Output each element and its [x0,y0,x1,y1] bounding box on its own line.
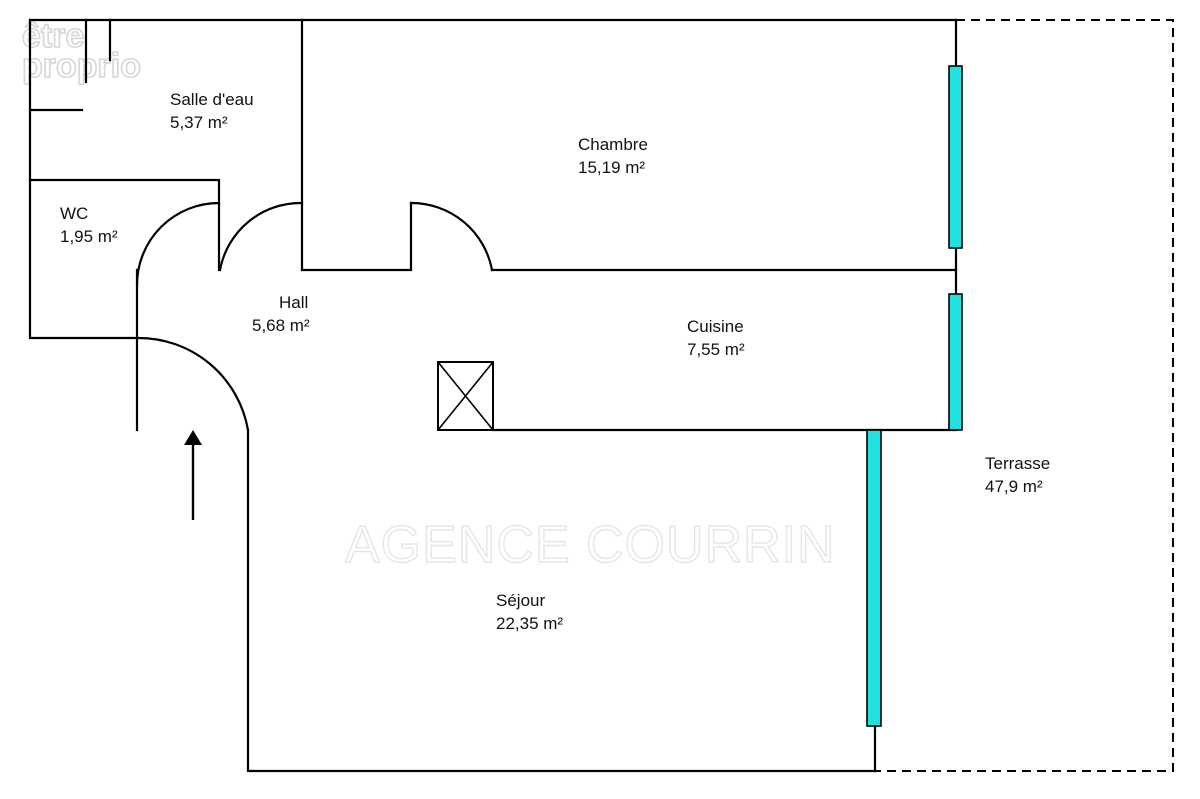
room-name: WC [60,204,88,223]
room-name: Salle d'eau [170,90,254,109]
chambre-bottom-wall [300,201,958,272]
logo: être proprio [21,16,142,86]
room-label-cuisine: Cuisine 7,55 m² [687,317,745,359]
room-area: 47,9 m² [985,477,1043,496]
walls [28,18,958,773]
room-label-sejour: Séjour 22,35 m² [496,591,563,633]
windows [866,65,963,727]
room-area: 15,19 m² [578,158,645,177]
ventilation-duct-icon [437,361,494,431]
room-name: Terrasse [985,454,1050,473]
room-name: Chambre [578,135,648,154]
salle-d-eau-inner-walls [28,18,112,112]
window-sejour [866,429,882,727]
logo-line-2: proprio [22,47,141,85]
room-label-terrasse: Terrasse 47,9 m² [985,454,1050,496]
room-area: 1,95 m² [60,227,118,246]
room-label-salle-d-eau: Salle d'eau 5,37 m² [170,90,254,132]
room-area: 7,55 m² [687,340,745,359]
room-name: Cuisine [687,317,744,336]
terrace-outline [875,19,1174,772]
wc-door-icon [135,201,221,287]
wc-top-wall [28,178,221,272]
room-label-chambre: Chambre 15,19 m² [578,135,648,177]
room-label-wc: WC 1,95 m² [60,204,118,246]
room-name: Séjour [496,591,545,610]
room-name: Hall [279,293,308,312]
watermark: AGENCE COURRIN [345,516,836,574]
entrance-arrow-icon [184,430,202,520]
door-swings [135,201,494,432]
window-cuisine [948,293,963,431]
sejour-wall-left [246,428,877,773]
chambre-door-icon [409,201,494,272]
entrance-door-icon [135,336,250,432]
outer-wall-left [28,18,139,340]
room-area: 22,35 m² [496,614,563,633]
room-area: 5,37 m² [170,113,228,132]
east-wall-segments [873,18,958,773]
room-label-hall: Hall 5,68 m² [252,293,310,335]
logo-line-1: être [22,17,84,55]
window-chambre [948,65,963,249]
room-area: 5,68 m² [252,316,310,335]
salle-d-eau-door-icon [218,201,304,272]
